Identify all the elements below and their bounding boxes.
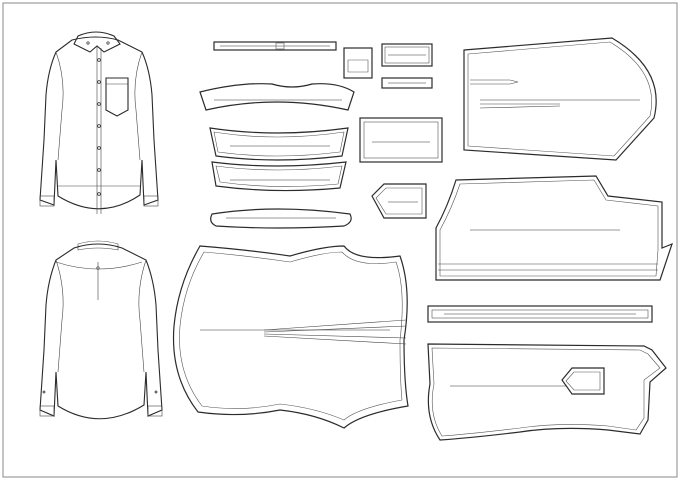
piece-cuff-small bbox=[343, 47, 373, 79]
piece-button-placket bbox=[381, 43, 433, 67]
piece-sleeve bbox=[463, 37, 657, 161]
piece-collar-3 bbox=[210, 208, 352, 229]
piece-back-panel bbox=[172, 245, 409, 429]
piece-collar-1 bbox=[209, 127, 349, 161]
piece-collar-2 bbox=[211, 161, 347, 192]
piece-sleeve-placket bbox=[381, 77, 433, 89]
piece-collar-band-strip bbox=[213, 41, 337, 51]
piece-pocket bbox=[371, 183, 427, 219]
piece-front-strip bbox=[427, 305, 653, 323]
shirt-back-flat bbox=[39, 240, 163, 420]
piece-cuff-rect bbox=[359, 117, 443, 163]
piece-yoke bbox=[199, 83, 355, 111]
piece-front-lower bbox=[427, 343, 667, 441]
shirt-front-flat bbox=[39, 31, 159, 214]
piece-front-panel bbox=[435, 175, 673, 281]
